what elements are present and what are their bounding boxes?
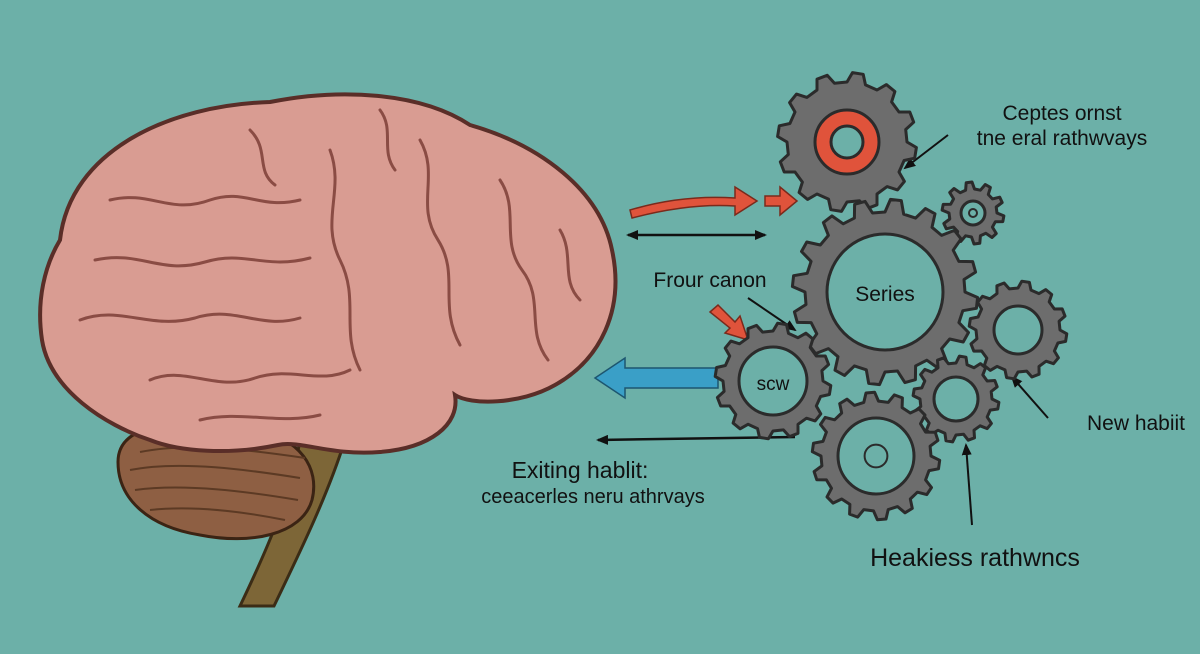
gears-group	[713, 71, 1069, 522]
label-existing-line2: ceeacerles neru athrvays	[481, 486, 704, 508]
label-middle: Frour canon	[653, 269, 766, 292]
gear-top-icon	[776, 71, 918, 213]
label-top-right-line2: tne eral rathwvays	[977, 127, 1147, 150]
red-arrow-top	[629, 185, 759, 219]
label-gear-large: Series	[855, 283, 915, 306]
pointer-bottom-label	[961, 443, 973, 526]
label-new-habit: New habiit	[1087, 412, 1185, 435]
blue-arrow	[593, 356, 719, 400]
gear-medium-left-icon	[713, 321, 833, 441]
gear-bottom-icon	[810, 390, 942, 522]
gear-large-icon	[790, 197, 980, 387]
label-gear-medium: scw	[757, 374, 790, 395]
brain-cerebrum	[38, 92, 618, 455]
label-top-right-line1: Ceptes ornst	[1002, 102, 1121, 125]
label-bottom: Heakiess rathwncs	[870, 544, 1080, 572]
gear-tiny-icon	[940, 180, 1006, 246]
cerebellum	[116, 422, 316, 541]
red-arrow-small	[764, 185, 799, 217]
gear-right-icon	[967, 279, 1069, 381]
pointer-new-habit	[1010, 375, 1049, 419]
pointer-top-label	[903, 134, 949, 170]
red-arrow-diagonal	[708, 303, 750, 342]
label-existing-line1: Exiting hablit:	[512, 457, 649, 483]
gear-small-mid-icon	[911, 354, 1001, 444]
